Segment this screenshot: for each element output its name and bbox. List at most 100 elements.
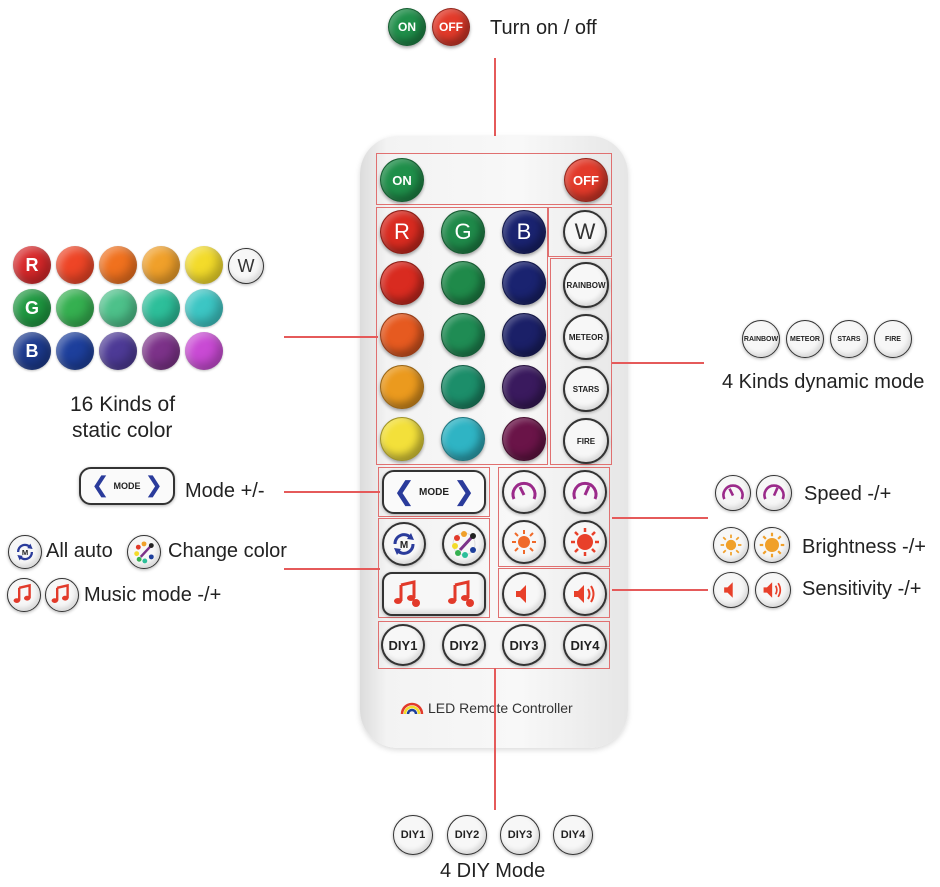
auto-icon-m: M	[400, 540, 408, 551]
w-button-label: W	[574, 219, 596, 244]
speaker-low-ann-icon	[724, 582, 733, 598]
diy3-button[interactable]: DIY3	[502, 624, 546, 666]
b-button[interactable]: B	[502, 210, 546, 254]
stars-label: STARS	[572, 384, 600, 394]
meteor-ann-label: METEOR	[790, 335, 820, 343]
diy2-label: DIY2	[449, 637, 479, 653]
color-button[interactable]	[380, 365, 424, 409]
static-caption-line1: 16 Kinds of	[70, 393, 176, 416]
music-note-small-icon	[13, 583, 31, 603]
change-color-icon-annotation	[127, 535, 161, 569]
palette-swatch	[185, 289, 223, 327]
stars-button[interactable]: STARS	[563, 366, 609, 412]
change-color-caption: Change color	[168, 540, 287, 562]
annotation-line-sensitivity	[612, 589, 708, 591]
annotation-line-bottom	[494, 668, 496, 810]
static-caption-line2: static color	[72, 419, 173, 442]
diy2-icon-annotation: DIY2	[447, 815, 487, 855]
brightness-minus-button[interactable]	[502, 520, 546, 564]
palette-swatch-white: W	[228, 248, 264, 284]
mode-button[interactable]: ❮ MODE ❯	[382, 470, 486, 514]
diy1-button[interactable]: DIY1	[381, 624, 425, 666]
palette-swatch	[142, 289, 180, 327]
color-button[interactable]	[502, 313, 546, 357]
speed-plus-button[interactable]	[563, 470, 607, 514]
meteor-button[interactable]: METEOR	[563, 314, 609, 360]
diy3-label: DIY3	[509, 637, 539, 653]
mode-icon-label: MODE	[113, 481, 141, 491]
color-button[interactable]	[502, 365, 546, 409]
annotation-line-top	[494, 58, 496, 154]
diy1-icon-annotation: DIY1	[393, 815, 433, 855]
palette-swatch	[185, 246, 223, 284]
music-button-box	[382, 572, 486, 616]
brightness-plus-icon-annotation	[754, 527, 790, 563]
brand-text: LED Remote Controller	[428, 700, 573, 716]
auto-icon: M	[393, 533, 415, 555]
stars-icon-annotation: STARS	[830, 320, 868, 358]
speedometer-small-icon	[722, 484, 744, 500]
diy1-label: DIY1	[388, 637, 418, 653]
diy4-label: DIY4	[570, 637, 600, 653]
annotation-line-auto	[284, 568, 380, 570]
music-plus-icon-annotation	[45, 578, 79, 612]
w-button[interactable]: W	[563, 210, 607, 254]
diy1-ann-label: DIY1	[400, 829, 426, 841]
auto-button[interactable]: M	[382, 522, 426, 566]
diy4-button[interactable]: DIY4	[563, 624, 607, 666]
annotation-line-mode	[284, 491, 380, 493]
on-button[interactable]: ON	[380, 158, 424, 202]
r-button[interactable]: R	[380, 210, 424, 254]
sun-small-ann-icon	[720, 534, 742, 556]
rainbow-logo-icon	[400, 702, 424, 715]
speedometer-icon	[511, 481, 537, 500]
color-button[interactable]	[380, 261, 424, 305]
speaker-high-icon	[574, 585, 595, 603]
on-label-top: ON	[398, 20, 416, 34]
rainbow-label: RAINBOW	[566, 280, 606, 290]
g-button[interactable]: G	[441, 210, 485, 254]
sensitivity-minus-button[interactable]	[502, 572, 546, 616]
meteor-icon-annotation: METEOR	[786, 320, 824, 358]
off-button[interactable]: OFF	[564, 158, 608, 202]
music-plus-icon[interactable]	[446, 579, 476, 609]
fire-button[interactable]: FIRE	[563, 418, 609, 464]
color-button[interactable]	[380, 313, 424, 357]
color-button[interactable]	[502, 417, 546, 461]
color-button[interactable]	[502, 261, 546, 305]
palette-letter-w: W	[237, 255, 255, 276]
color-button[interactable]	[441, 365, 485, 409]
sensitivity-plus-button[interactable]	[563, 572, 607, 616]
speaker-low-icon	[516, 585, 526, 603]
brightness-plus-button[interactable]	[563, 520, 607, 564]
diy2-button[interactable]: DIY2	[442, 624, 486, 666]
meteor-label: METEOR	[568, 332, 604, 342]
speed-minus-icon-annotation	[715, 475, 751, 511]
auto-icon-annotation: M	[8, 535, 42, 569]
g-button-label: G	[454, 219, 472, 244]
mode-icon-annotation: ❮ MODE ❯	[79, 467, 175, 505]
onoff-highlight-box	[376, 153, 612, 205]
palette-swatch	[56, 332, 94, 370]
color-button[interactable]	[441, 313, 485, 357]
speed-minus-button[interactable]	[502, 470, 546, 514]
color-button[interactable]	[441, 417, 485, 461]
rainbow-ann-label: RAINBOW	[743, 335, 779, 343]
palette-letter: B	[25, 340, 39, 361]
fire-label: FIRE	[576, 436, 596, 446]
color-button[interactable]	[441, 261, 485, 305]
music-minus-icon[interactable]	[392, 579, 422, 609]
palette-swatch	[56, 289, 94, 327]
music-minus-icon-annotation	[7, 578, 41, 612]
brightness-caption: Brightness -/+	[802, 536, 926, 558]
brand-row: LED Remote Controller	[400, 700, 573, 716]
change-color-button[interactable]	[442, 522, 486, 566]
rainbow-button[interactable]: RAINBOW	[563, 262, 609, 308]
color-picker-small-icon	[134, 541, 154, 564]
auto-small-icon: M	[16, 543, 34, 561]
palette-swatch	[142, 246, 180, 284]
color-button[interactable]	[380, 417, 424, 461]
b-button-label: B	[516, 219, 532, 244]
palette-swatch: B	[13, 332, 51, 370]
off-label-top: OFF	[439, 20, 463, 34]
